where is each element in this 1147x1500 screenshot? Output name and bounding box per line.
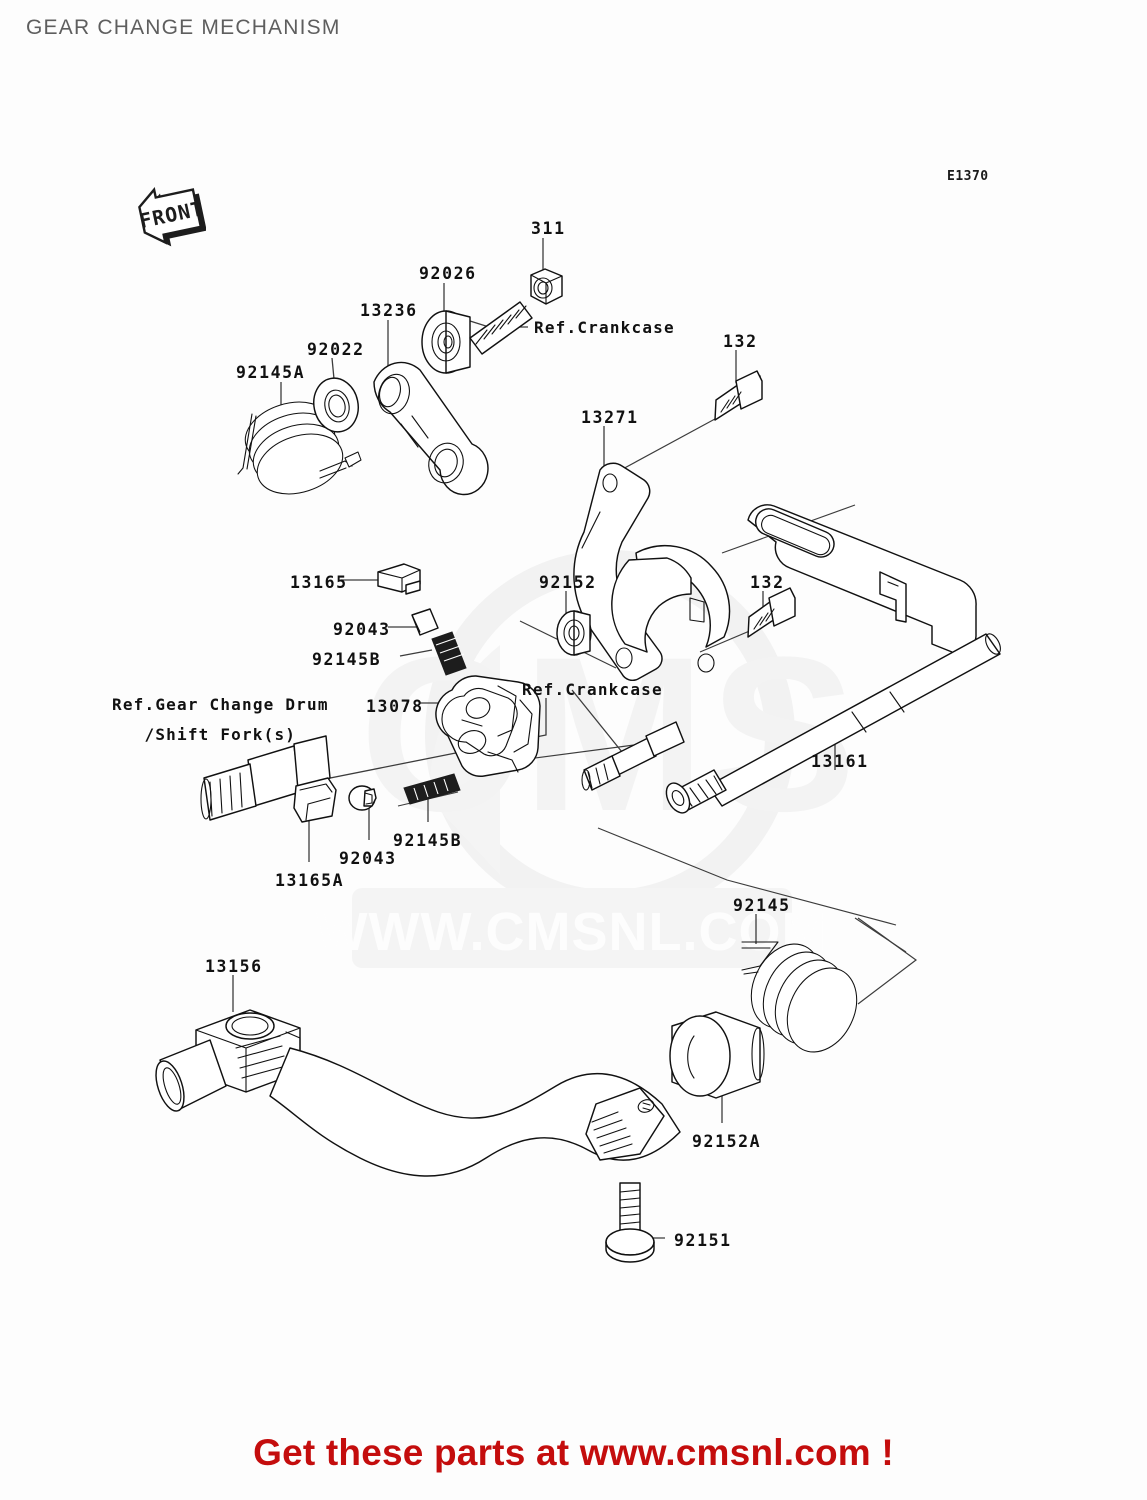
- part-label-92145b-2[interactable]: 92145B: [393, 831, 463, 850]
- ref-gear-change-drum-shaft: [200, 735, 331, 821]
- part-label-132-mid[interactable]: 132: [750, 573, 785, 592]
- reference-label-line2: /Shift Fork(s): [144, 725, 297, 744]
- reference-label-line1: Ref.Gear Change Drum: [112, 695, 329, 714]
- sheet-code: E1370: [947, 169, 989, 184]
- part-label-92022[interactable]: 92022: [307, 340, 365, 359]
- part-132-bolt-mid: [747, 587, 796, 638]
- part-13165A-pawl-lower: [293, 777, 337, 823]
- part-label-13271[interactable]: 13271: [581, 408, 639, 427]
- part-311-nut: [530, 268, 563, 305]
- part-13165-pawl-upper: [377, 563, 421, 595]
- part-label-92152[interactable]: 92152: [539, 573, 597, 592]
- part-label-311[interactable]: 311: [531, 219, 566, 238]
- part-label-13236[interactable]: 13236: [360, 301, 418, 320]
- part-92145-return-spring: [741, 941, 858, 1053]
- part-92145B-spring-lower: [403, 773, 461, 805]
- part-stud-ref-crankcase: [469, 301, 533, 355]
- ref-crankcase-stud-mid: [581, 721, 685, 791]
- reference-label-ref-gear-change-drum: Ref.Gear Change Drum/Shift Fork(s): [112, 690, 329, 750]
- reference-label-ref-crankcase-top: Ref.Crankcase: [534, 318, 675, 337]
- part-label-92151[interactable]: 92151: [674, 1231, 732, 1250]
- part-92022-washer: [313, 377, 359, 433]
- part-label-13156[interactable]: 13156: [205, 957, 263, 976]
- part-13161-gear-change-shaft: [665, 633, 1001, 814]
- part-label-92043[interactable]: 92043: [333, 620, 391, 639]
- part-13236-shift-link-arm: [373, 361, 489, 496]
- page-title: GEAR CHANGE MECHANISM: [26, 16, 341, 39]
- part-13078-ratchet-pawl-assembly: [435, 675, 541, 777]
- part-92145A-torsion-spring: [237, 401, 362, 495]
- part-label-13161[interactable]: 13161: [811, 752, 869, 771]
- part-132-bolt-top: [714, 370, 763, 421]
- part-13156-gear-change-pedal: [155, 1009, 681, 1177]
- part-label-92152a[interactable]: 92152A: [692, 1132, 762, 1151]
- part-label-13078[interactable]: 13078: [366, 697, 424, 716]
- part-label-92145a[interactable]: 92145A: [236, 363, 306, 382]
- part-92145B-spring-upper: [431, 631, 467, 676]
- footer-promo: Get these parts at www.cmsnl.com !: [253, 1432, 894, 1473]
- part-92026-collar: [421, 310, 471, 374]
- part-92152A-collar: [669, 1011, 765, 1099]
- assembly-guide-chevron: [857, 917, 918, 1005]
- part-label-92026[interactable]: 92026: [419, 264, 477, 283]
- part-92152-collar-washer: [556, 610, 592, 656]
- part-label-13165a[interactable]: 13165A: [275, 871, 345, 890]
- part-92043-pin-lower: [348, 785, 377, 811]
- reference-label-ref-crankcase-mid: Ref.Crankcase: [522, 680, 663, 699]
- part-label-13165[interactable]: 13165: [290, 573, 348, 592]
- part-92151-bolt: [605, 1182, 655, 1263]
- front-direction-badge: FRONT: [124, 178, 206, 256]
- part-label-92145b[interactable]: 92145B: [312, 650, 382, 669]
- part-label-92043-2[interactable]: 92043: [339, 849, 397, 868]
- part-label-132-top[interactable]: 132: [723, 332, 758, 351]
- part-label-92145[interactable]: 92145: [733, 896, 791, 915]
- part-13271-shift-lever-plate: [573, 462, 731, 682]
- part-92043-pin-upper: [411, 608, 439, 636]
